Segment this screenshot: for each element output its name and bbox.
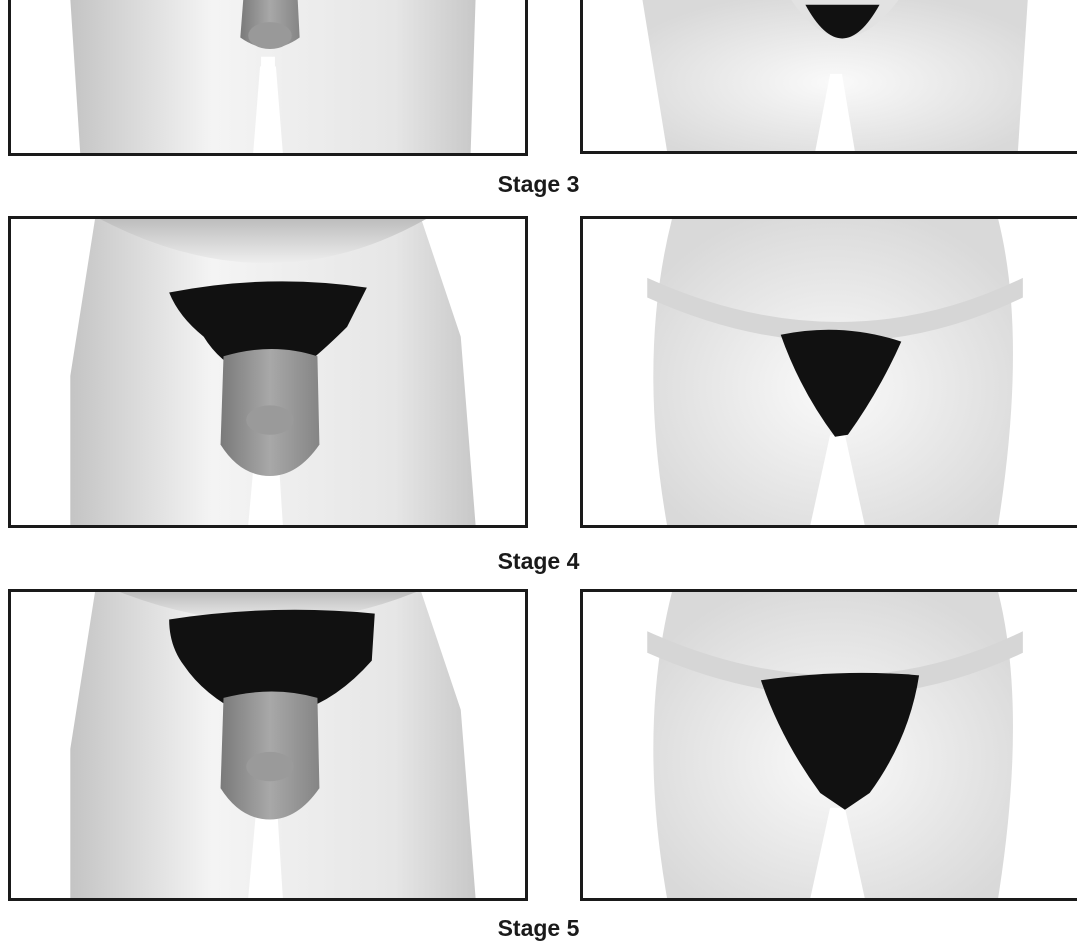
female-figure (583, 219, 1077, 525)
stage-label-5: Stage 5 (0, 915, 1077, 942)
male-figure (11, 592, 525, 898)
male-figure (11, 219, 525, 525)
female-figure (583, 592, 1077, 898)
stage-3-female-panel (580, 216, 1077, 528)
stage-3-male-panel (8, 216, 528, 528)
stage-4-female-panel (580, 589, 1077, 901)
stage-label-4: Stage 4 (0, 548, 1077, 575)
stage-4-male-panel (8, 589, 528, 901)
top-female-panel (580, 0, 1077, 154)
male-figure (11, 0, 525, 153)
stage-label-3: Stage 3 (0, 171, 1077, 198)
top-male-panel (8, 0, 528, 156)
female-figure (583, 0, 1077, 151)
